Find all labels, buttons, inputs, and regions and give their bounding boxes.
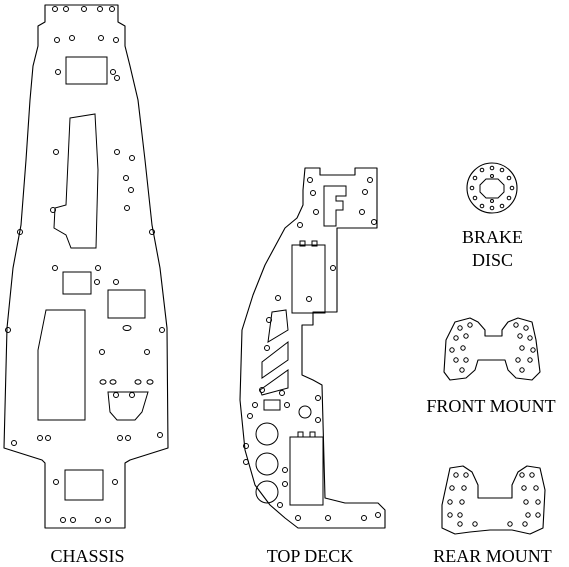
brake-disc-label-line1: BRAKE bbox=[461, 227, 523, 247]
chassis-part bbox=[3, 4, 169, 529]
top-deck-part bbox=[239, 167, 386, 529]
top-deck-outline bbox=[239, 167, 386, 529]
brake-disc-part bbox=[466, 162, 518, 214]
chassis-label: CHASSIS bbox=[50, 546, 125, 566]
front-mount-label: FRONT MOUNT bbox=[426, 396, 556, 416]
rear-mount-holes bbox=[447, 472, 541, 527]
rear-mount-label: REAR MOUNT bbox=[433, 546, 552, 566]
chassis-outline bbox=[3, 4, 169, 529]
brake-disc-outline bbox=[466, 162, 518, 214]
top-deck-label: TOP DECK bbox=[266, 546, 354, 566]
front-mount-outline bbox=[443, 317, 541, 381]
chassis-cutouts bbox=[37, 56, 149, 501]
top-deck-cutouts bbox=[255, 185, 347, 506]
front-mount-part bbox=[443, 317, 541, 381]
f-logo-cutout bbox=[323, 185, 347, 227]
rear-mount-outline bbox=[441, 465, 546, 535]
rear-mount-part bbox=[441, 465, 546, 535]
chassis-holes bbox=[5, 6, 165, 523]
top-deck-holes bbox=[243, 177, 381, 521]
brake-disc-label-line2: DISC bbox=[471, 250, 513, 270]
front-mount-holes bbox=[449, 322, 536, 373]
